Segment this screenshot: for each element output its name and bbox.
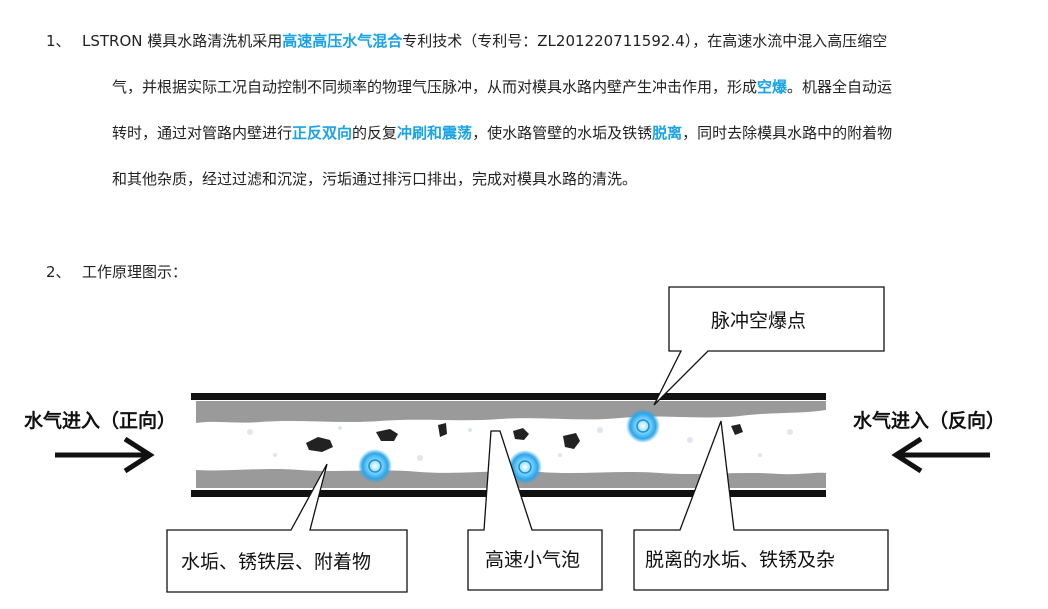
pulse-bubbles <box>358 409 660 484</box>
text-segment: LSTRON 模具水路清洗机采用 <box>82 32 283 50</box>
callout-scale-layer: 水垢、锈铁层、附着物 <box>166 463 408 593</box>
text-segment: 气，并根据实际工况自动控制不同频率的物理气压脉冲，从而对模具水路内壁产生冲击作用… <box>112 78 758 96</box>
pipe-top-wall <box>191 393 826 400</box>
highlight-text: 正反双向 <box>292 124 353 142</box>
highlight-text: 高速高压水气混合 <box>282 32 403 50</box>
right-inlet-arrow <box>891 436 990 474</box>
top-scale-layer <box>196 401 826 423</box>
section-1-line-3: 转时，通过对管路内壁进行正反双向的反复冲刷和震荡，使水路管壁的水垢及铁锈脱离，同… <box>112 123 892 143</box>
text-segment: 。机器全自动运 <box>787 78 893 96</box>
highlight-text: 脱离 <box>652 124 683 142</box>
left-inlet-arrow <box>55 436 155 474</box>
highlight-text: 空爆 <box>757 78 788 96</box>
text-segment: ，同时去除模具水路中的附着物 <box>682 124 893 142</box>
section-2-number: 2、 <box>46 263 71 281</box>
right-inlet-label: 水气进入（反向） <box>853 409 1005 432</box>
section-1-line-1: LSTRON 模具水路清洗机采用高速高压水气混合专利技术（专利号：ZL20122… <box>82 31 887 51</box>
section-2-title: 工作原理图示： <box>82 263 188 281</box>
callout-scale-text: 水垢、锈铁层、附着物 <box>181 551 371 573</box>
callout-bubbles: 高速小气泡 <box>467 430 603 591</box>
highlight-text: 冲刷和震荡 <box>397 124 473 142</box>
text-segment: 的反复 <box>352 124 398 142</box>
section-1-line-4: 和其他杂质，经过过滤和沉淀，污垢通过排污口排出，完成对模具水路的清洗。 <box>112 169 637 189</box>
debris-particles <box>306 423 743 452</box>
callout-pulse-point: 脉冲空爆点 <box>653 286 885 406</box>
section-1-line-2: 气，并根据实际工况自动控制不同频率的物理气压脉冲，从而对模具水路内壁产生冲击作用… <box>112 77 892 97</box>
text-segment: 转时，通过对管路内壁进行 <box>112 124 293 142</box>
left-inlet-label: 水气进入（正向） <box>24 409 176 432</box>
callout-detached: 脱离的水垢、铁锈及杂 <box>633 420 889 591</box>
text-segment: 专利技术（专利号：ZL201220711592.4），在高速水流中混入高压缩空 <box>402 32 888 50</box>
section-1-number: 1、 <box>46 32 71 50</box>
callout-bubbles-text: 高速小气泡 <box>485 549 580 571</box>
water-speckles <box>247 426 793 461</box>
callout-pulse-text: 脉冲空爆点 <box>711 310 806 332</box>
text-segment: ，使水路管壁的水垢及铁锈 <box>472 124 653 142</box>
callout-detached-text: 脱离的水垢、铁锈及杂 <box>645 549 835 571</box>
text-segment: 和其他杂质，经过过滤和沉淀，污垢通过排污口排出，完成对模具水路的清洗。 <box>112 170 638 188</box>
